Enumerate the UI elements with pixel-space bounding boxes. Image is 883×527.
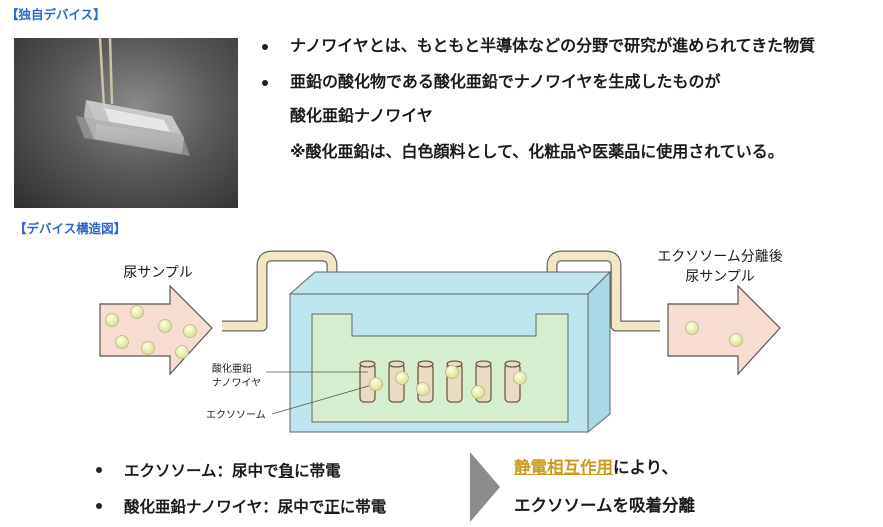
nanowire-array: [359, 360, 521, 403]
chevron-right-icon: [470, 452, 500, 522]
bullet-dot: [262, 80, 268, 86]
nanowire-charge-text: 酸化亜鉛ナノワイヤ：尿中で正に帯電: [124, 498, 387, 516]
note-text: ※酸化亜鉛は、白色顔料として、化粧品や医薬品に使用されている。: [290, 142, 784, 161]
bullet-dot: [96, 503, 102, 509]
chip-top-face: [288, 271, 612, 295]
input-sample-label: 尿サンプル: [123, 265, 193, 281]
section-label-device: 【独自デバイス】: [6, 7, 106, 22]
nanowire-label-line1: 酸化亜鉛: [212, 364, 252, 375]
exosome-particles: [105, 305, 743, 399]
output-sample-label-line2: 尿サンプル: [685, 269, 755, 285]
exosome-label: エクソソーム: [206, 410, 266, 421]
nanowire-label-line2: ナノワイヤ: [212, 378, 262, 389]
bullet-text: 酸化亜鉛ナノワイヤ: [290, 106, 433, 125]
bullet-dot: [96, 467, 102, 473]
output-arrow: [667, 284, 781, 376]
flow-channel: [311, 313, 569, 423]
device-photo: [14, 38, 238, 208]
section-label-structure: 【デバイス構造図】: [14, 221, 127, 236]
chip-side-face: [587, 270, 611, 434]
summary-section: エクソソーム：尿中で負に帯電 酸化亜鉛ナノワイヤ：尿中で正に帯電 静電相互作用に…: [0, 440, 883, 527]
conclusion-line2: エクソソームを吸着分離: [514, 496, 696, 515]
exosome-charge-text: エクソソーム：尿中で負に帯電: [124, 462, 341, 480]
bullet-text: 亜鉛の酸化物である酸化亜鉛でナノワイヤを生成したものが: [290, 72, 721, 91]
device-structure-diagram: 尿サンプル エクソソーム分離後 尿サンプル 酸化亜鉛 ナノワイヤ エクソソーム: [0, 236, 883, 436]
conclusion-line1: 静電相互作用により、: [514, 458, 679, 477]
bullet-dot: [262, 44, 268, 50]
output-sample-label-line1: エクソソーム分離後: [657, 249, 783, 265]
bullet-text: ナノワイヤとは、もともと半導体などの分野で研究が進められてきた物質: [290, 36, 816, 55]
